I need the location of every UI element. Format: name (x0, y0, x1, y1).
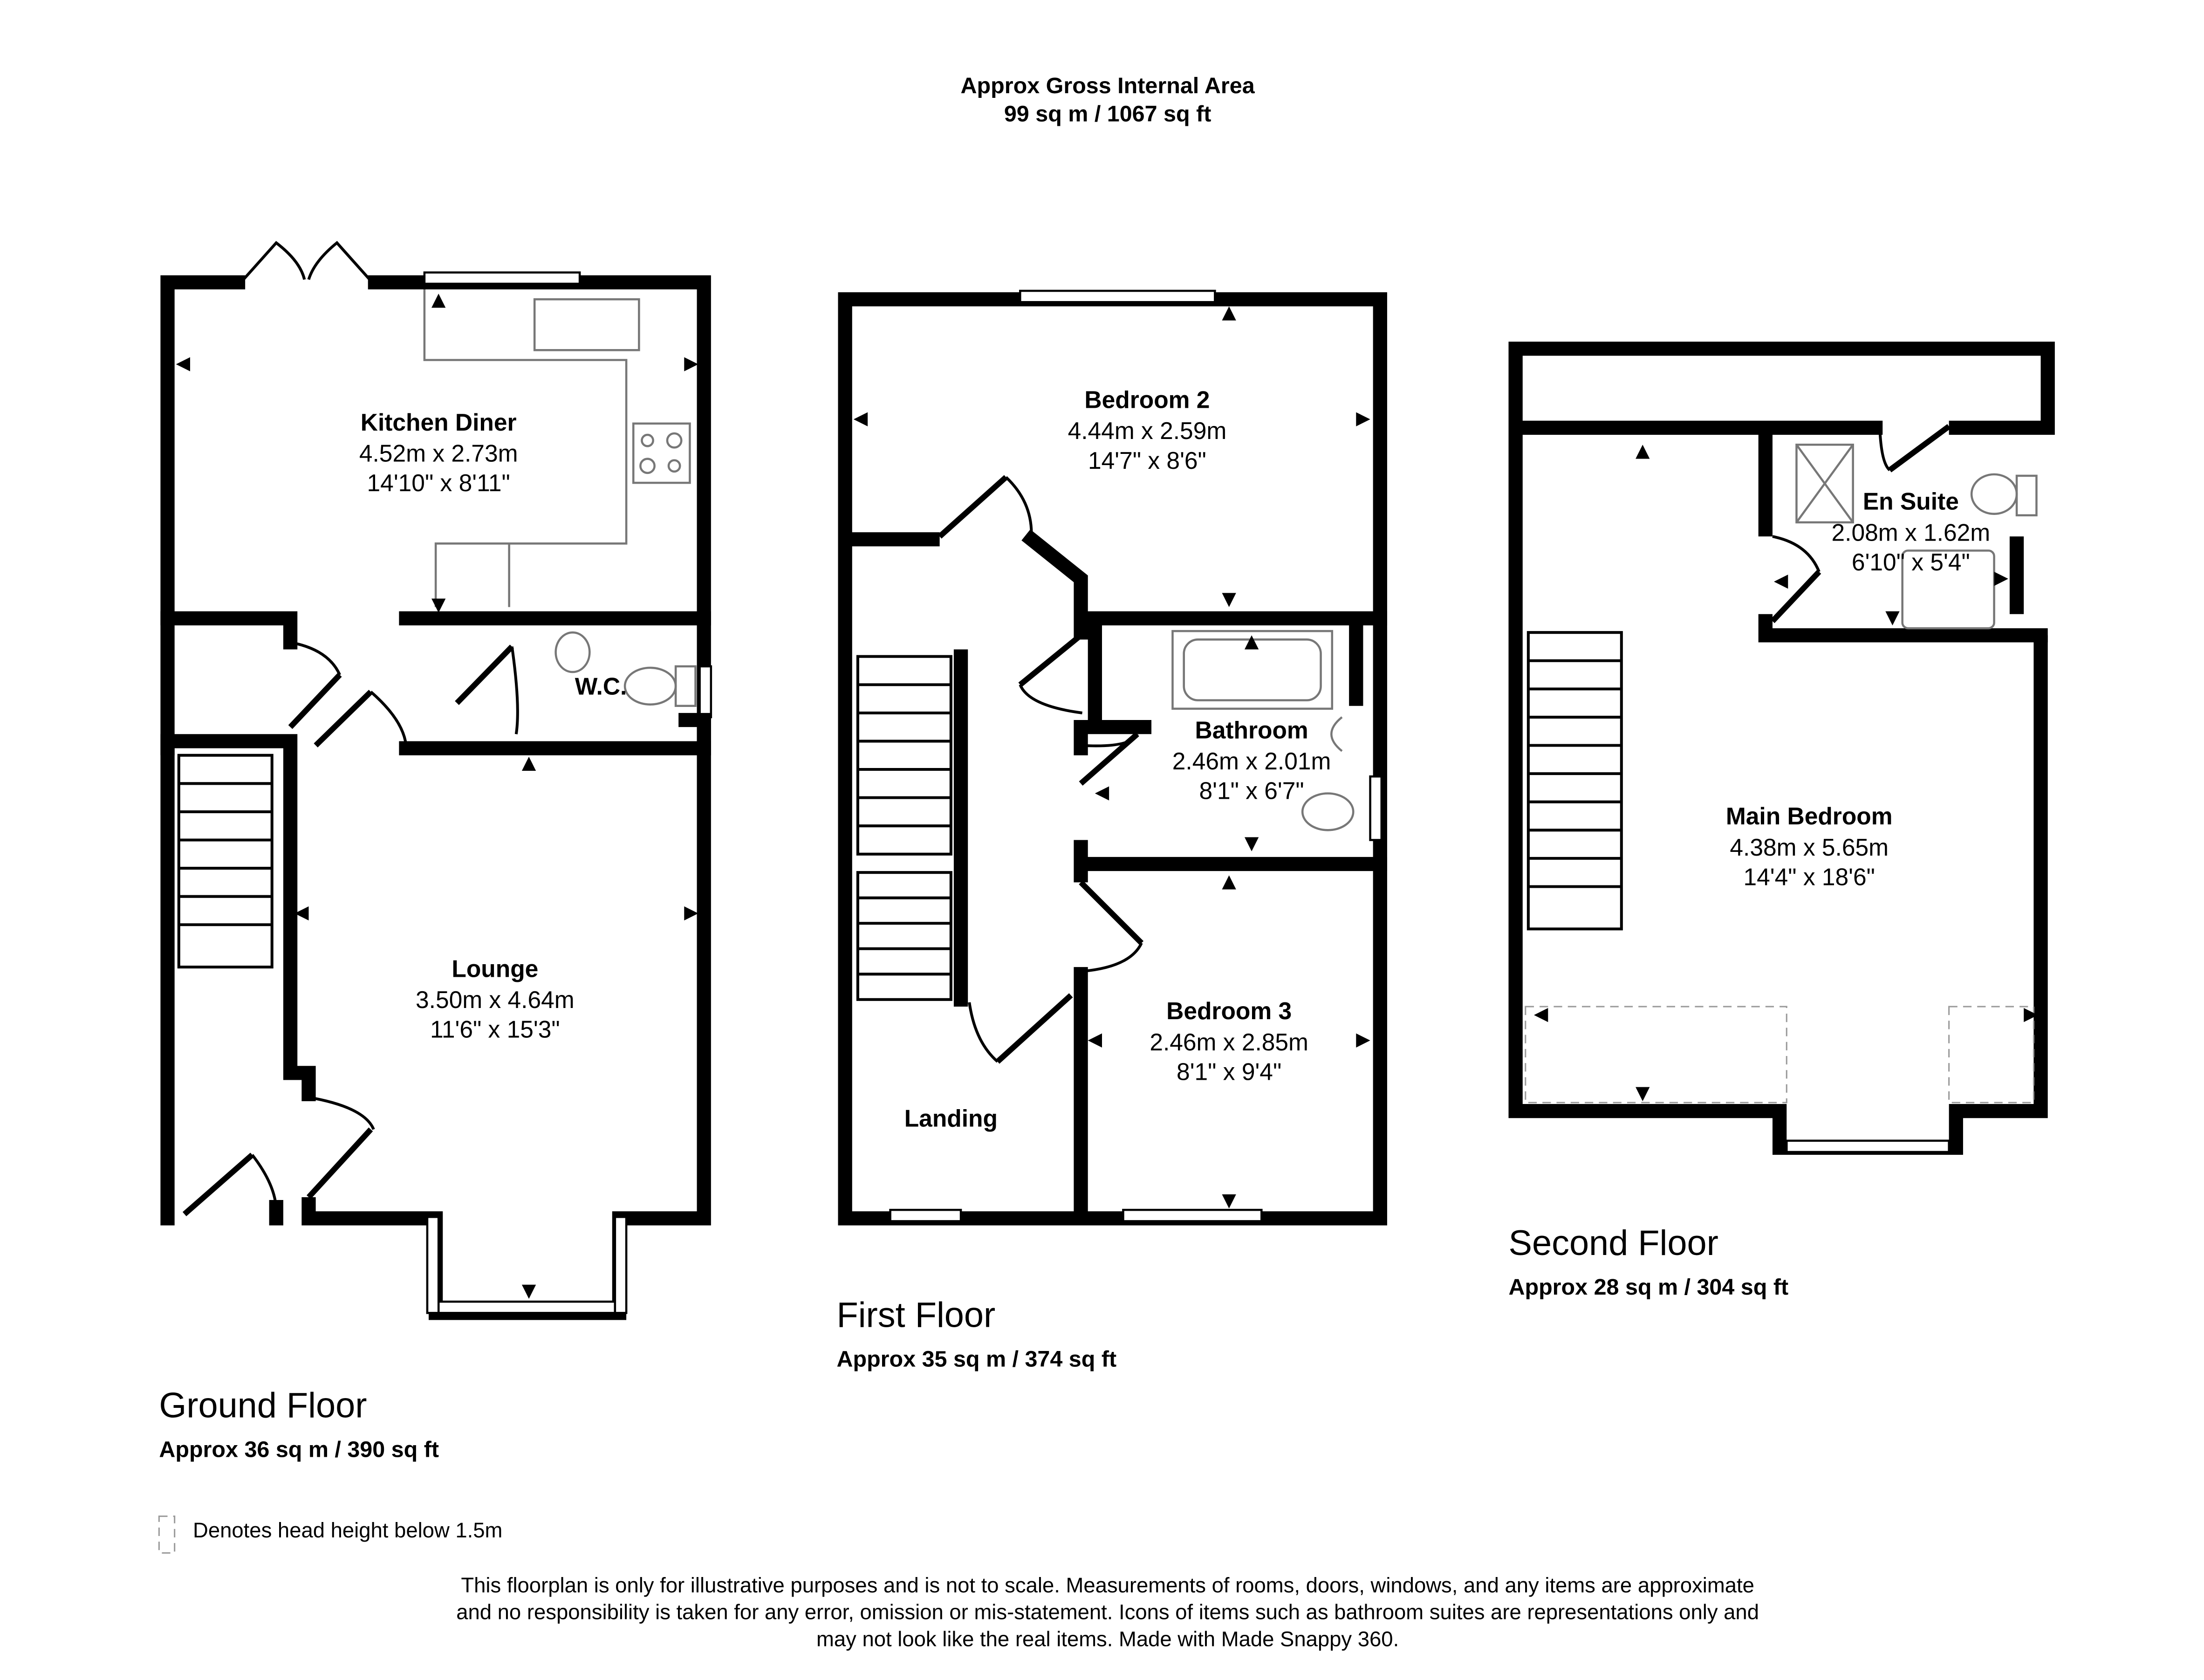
header-title: Approx Gross Internal Area (961, 73, 1255, 98)
disclaimer-line: and no responsibility is taken for any e… (456, 1600, 1759, 1624)
room-metric: 4.38m x 5.65m (1730, 834, 1889, 861)
room-name: Bedroom 2 (1084, 386, 1210, 413)
room-name: Bathroom (1195, 716, 1308, 743)
floor-label: Ground Floor (159, 1386, 367, 1426)
room-imperial: 8'1" x 9'4" (1177, 1058, 1281, 1085)
floor-label: Second Floor (1508, 1223, 1718, 1263)
disclaimer-line: This floorplan is only for illustrative … (461, 1573, 1754, 1597)
head-height-legend-swatch (158, 1515, 176, 1554)
room-name: Kitchen Diner (361, 409, 517, 436)
room-metric: 3.50m x 4.64m (416, 986, 575, 1013)
room-metric: 4.52m x 2.73m (359, 440, 518, 467)
second-floor-plan: Main Bedroom 4.38m x 5.65m 14'4" x 18'6"… (1508, 342, 2055, 1155)
first-floor-plan: Bedroom 2 4.44m x 2.59m 14'7" x 8'6" Bat… (838, 289, 1387, 1226)
floor-label: First Floor (836, 1296, 995, 1335)
room-name: Main Bedroom (1726, 802, 1893, 830)
floor-area: Approx 36 sq m / 390 sq ft (159, 1437, 439, 1462)
room-name: Lounge (452, 955, 538, 982)
room-name: Bedroom 3 (1166, 997, 1292, 1024)
header-area: 99 sq m / 1067 sq ft (1004, 102, 1212, 127)
room-imperial: 14'7" x 8'6" (1088, 447, 1206, 474)
room-imperial: 6'10" x 5'4" (1852, 549, 1970, 576)
legend-text: Denotes head height below 1.5m (193, 1518, 502, 1542)
room-imperial: 14'10" x 8'11" (367, 469, 510, 496)
room-metric: 2.46m x 2.85m (1150, 1029, 1308, 1056)
room-metric: 2.08m x 1.62m (1832, 519, 1991, 546)
room-imperial: 11'6" x 15'3" (430, 1016, 560, 1043)
disclaimer-line: may not look like the real items. Made w… (816, 1627, 1399, 1651)
room-imperial: 14'4" x 18'6" (1744, 863, 1875, 890)
room-name: Landing (904, 1104, 998, 1131)
ground-floor-plan: Kitchen Diner 4.52m x 2.73m 14'10" x 8'1… (160, 240, 712, 1320)
room-metric: 2.46m x 2.01m (1172, 747, 1331, 775)
room-metric: 4.44m x 2.59m (1068, 417, 1227, 444)
room-name: W.C. (575, 672, 627, 699)
floor-area: Approx 28 sq m / 304 sq ft (1508, 1275, 1788, 1300)
room-imperial: 8'1" x 6'7" (1199, 777, 1304, 804)
room-name: En Suite (1863, 488, 1959, 515)
floor-area: Approx 35 sq m / 374 sq ft (836, 1346, 1116, 1371)
